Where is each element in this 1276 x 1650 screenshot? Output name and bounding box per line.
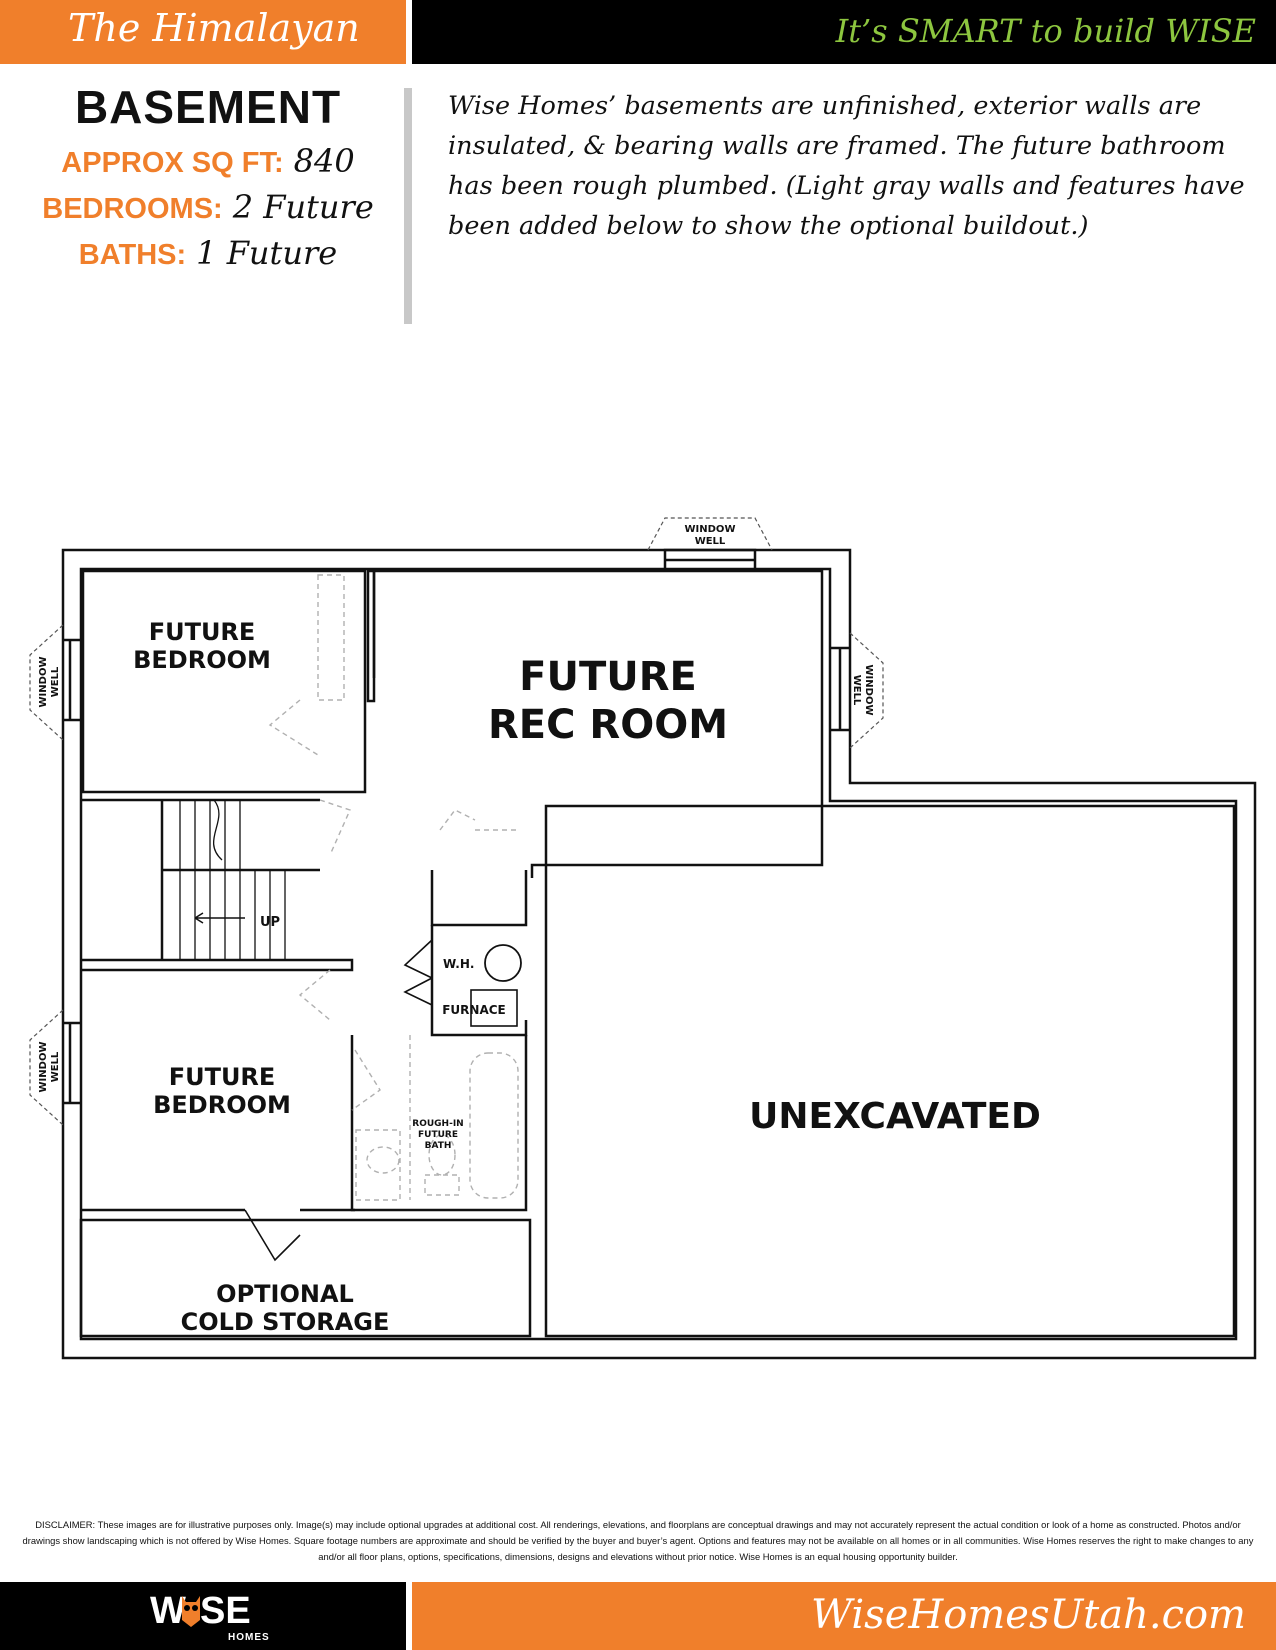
- stat-value: 2 Future: [232, 188, 374, 226]
- label-unexcavated: UNEXCAVATED: [749, 1096, 1041, 1137]
- description: Wise Homes’ basements are unfinished, ex…: [448, 91, 1245, 241]
- label-rec-room-1: FUTURE: [519, 654, 697, 700]
- owl-icon: [182, 1596, 200, 1627]
- logo-text-right: SE: [200, 1590, 251, 1632]
- label-stairs-up: UP: [260, 915, 280, 930]
- level-title: BASEMENT: [74, 81, 342, 133]
- window-wells: [29, 517, 884, 1126]
- header-title-bar: The Himalayan: [0, 0, 406, 64]
- bath-walls: [350, 1035, 528, 1212]
- stat-label: BEDROOMS:: [42, 193, 223, 225]
- label-furnace: FURNACE: [442, 1003, 506, 1017]
- floor-plan: FUTURE BEDROOM FUTURE REC ROOM FUTURE BE…: [29, 517, 1257, 1360]
- stat-label: BATHS:: [78, 239, 187, 271]
- exterior-wall-inner: [79, 567, 1238, 1341]
- water-heater-symbol: [484, 944, 522, 982]
- stair-walls: [81, 798, 354, 972]
- label-window-well-left2-2: WELL: [50, 1051, 61, 1082]
- label-bedroom-top-1: FUTURE: [149, 618, 256, 646]
- label-bedroom-bottom-1: FUTURE: [169, 1063, 276, 1091]
- header-tagline-bar: It’s SMART to build WISE: [412, 0, 1276, 64]
- stat-sqft: APPROX SQ FT: 840: [0, 142, 416, 180]
- unexcavated-walls: [544, 804, 1236, 1338]
- stat-value: 1 Future: [196, 234, 338, 272]
- label-cold-storage-2: COLD STORAGE: [181, 1308, 390, 1336]
- label-window-well-left1-1: WINDOW: [38, 657, 49, 708]
- label-bedroom-bottom-2: BEDROOM: [153, 1091, 291, 1119]
- wise-homes-logo: W SE HOMES: [150, 1590, 270, 1646]
- window-top: [663, 548, 757, 568]
- stat-label: APPROX SQ FT:: [61, 147, 284, 179]
- label-bath-3: BATH: [425, 1141, 452, 1151]
- label-water-heater: W.H.: [443, 957, 474, 971]
- label-window-well-top-2: WELL: [695, 536, 726, 547]
- plan-title: The Himalayan: [68, 6, 360, 50]
- label-window-well-left2-1: WINDOW: [38, 1042, 49, 1093]
- label-cold-storage-1: OPTIONAL: [216, 1280, 354, 1308]
- stat-bedrooms: BEDROOMS: 2 Future: [0, 188, 416, 226]
- label-window-well-right-2: WELL: [851, 675, 862, 706]
- exterior-wall-outer: [61, 548, 1257, 1360]
- divider-bar: [404, 88, 412, 324]
- label-bedroom-top-2: BEDROOM: [133, 646, 271, 674]
- label-rec-room-2: REC ROOM: [488, 702, 728, 748]
- logo-subtext: HOMES: [228, 1632, 270, 1643]
- website-link[interactable]: WiseHomesUtah.com: [810, 1592, 1246, 1638]
- footer-logo-bar: [0, 1582, 406, 1650]
- label-window-well-top-1: WINDOW: [685, 524, 736, 535]
- label-bath-1: ROUGH-IN: [412, 1119, 463, 1129]
- optional-buildout: [268, 574, 520, 1201]
- mechanical-walls: [430, 925, 528, 1037]
- furnace-symbol: [470, 989, 518, 1027]
- label-window-well-left1-2: WELL: [50, 666, 61, 697]
- logo-text-left: W: [150, 1590, 186, 1632]
- stat-value: 840: [293, 142, 355, 180]
- core-walls: [430, 870, 528, 927]
- bedroom-top-walls: [81, 569, 367, 794]
- label-window-well-right-1: WINDOW: [863, 665, 874, 716]
- footer-website-bar: WiseHomesUtah.com: [412, 1582, 1276, 1650]
- stairs: [179, 799, 286, 960]
- tagline: It’s SMART to build WISE: [835, 12, 1256, 50]
- stat-baths: BATHS: 1 Future: [0, 234, 416, 272]
- bedroom-bottom-walls: [81, 968, 355, 1212]
- label-bath-2: FUTURE: [418, 1130, 458, 1140]
- cold-storage-walls: [79, 1218, 532, 1338]
- disclaimer: DISCLAIMER: These images are for illustr…: [22, 1519, 1254, 1562]
